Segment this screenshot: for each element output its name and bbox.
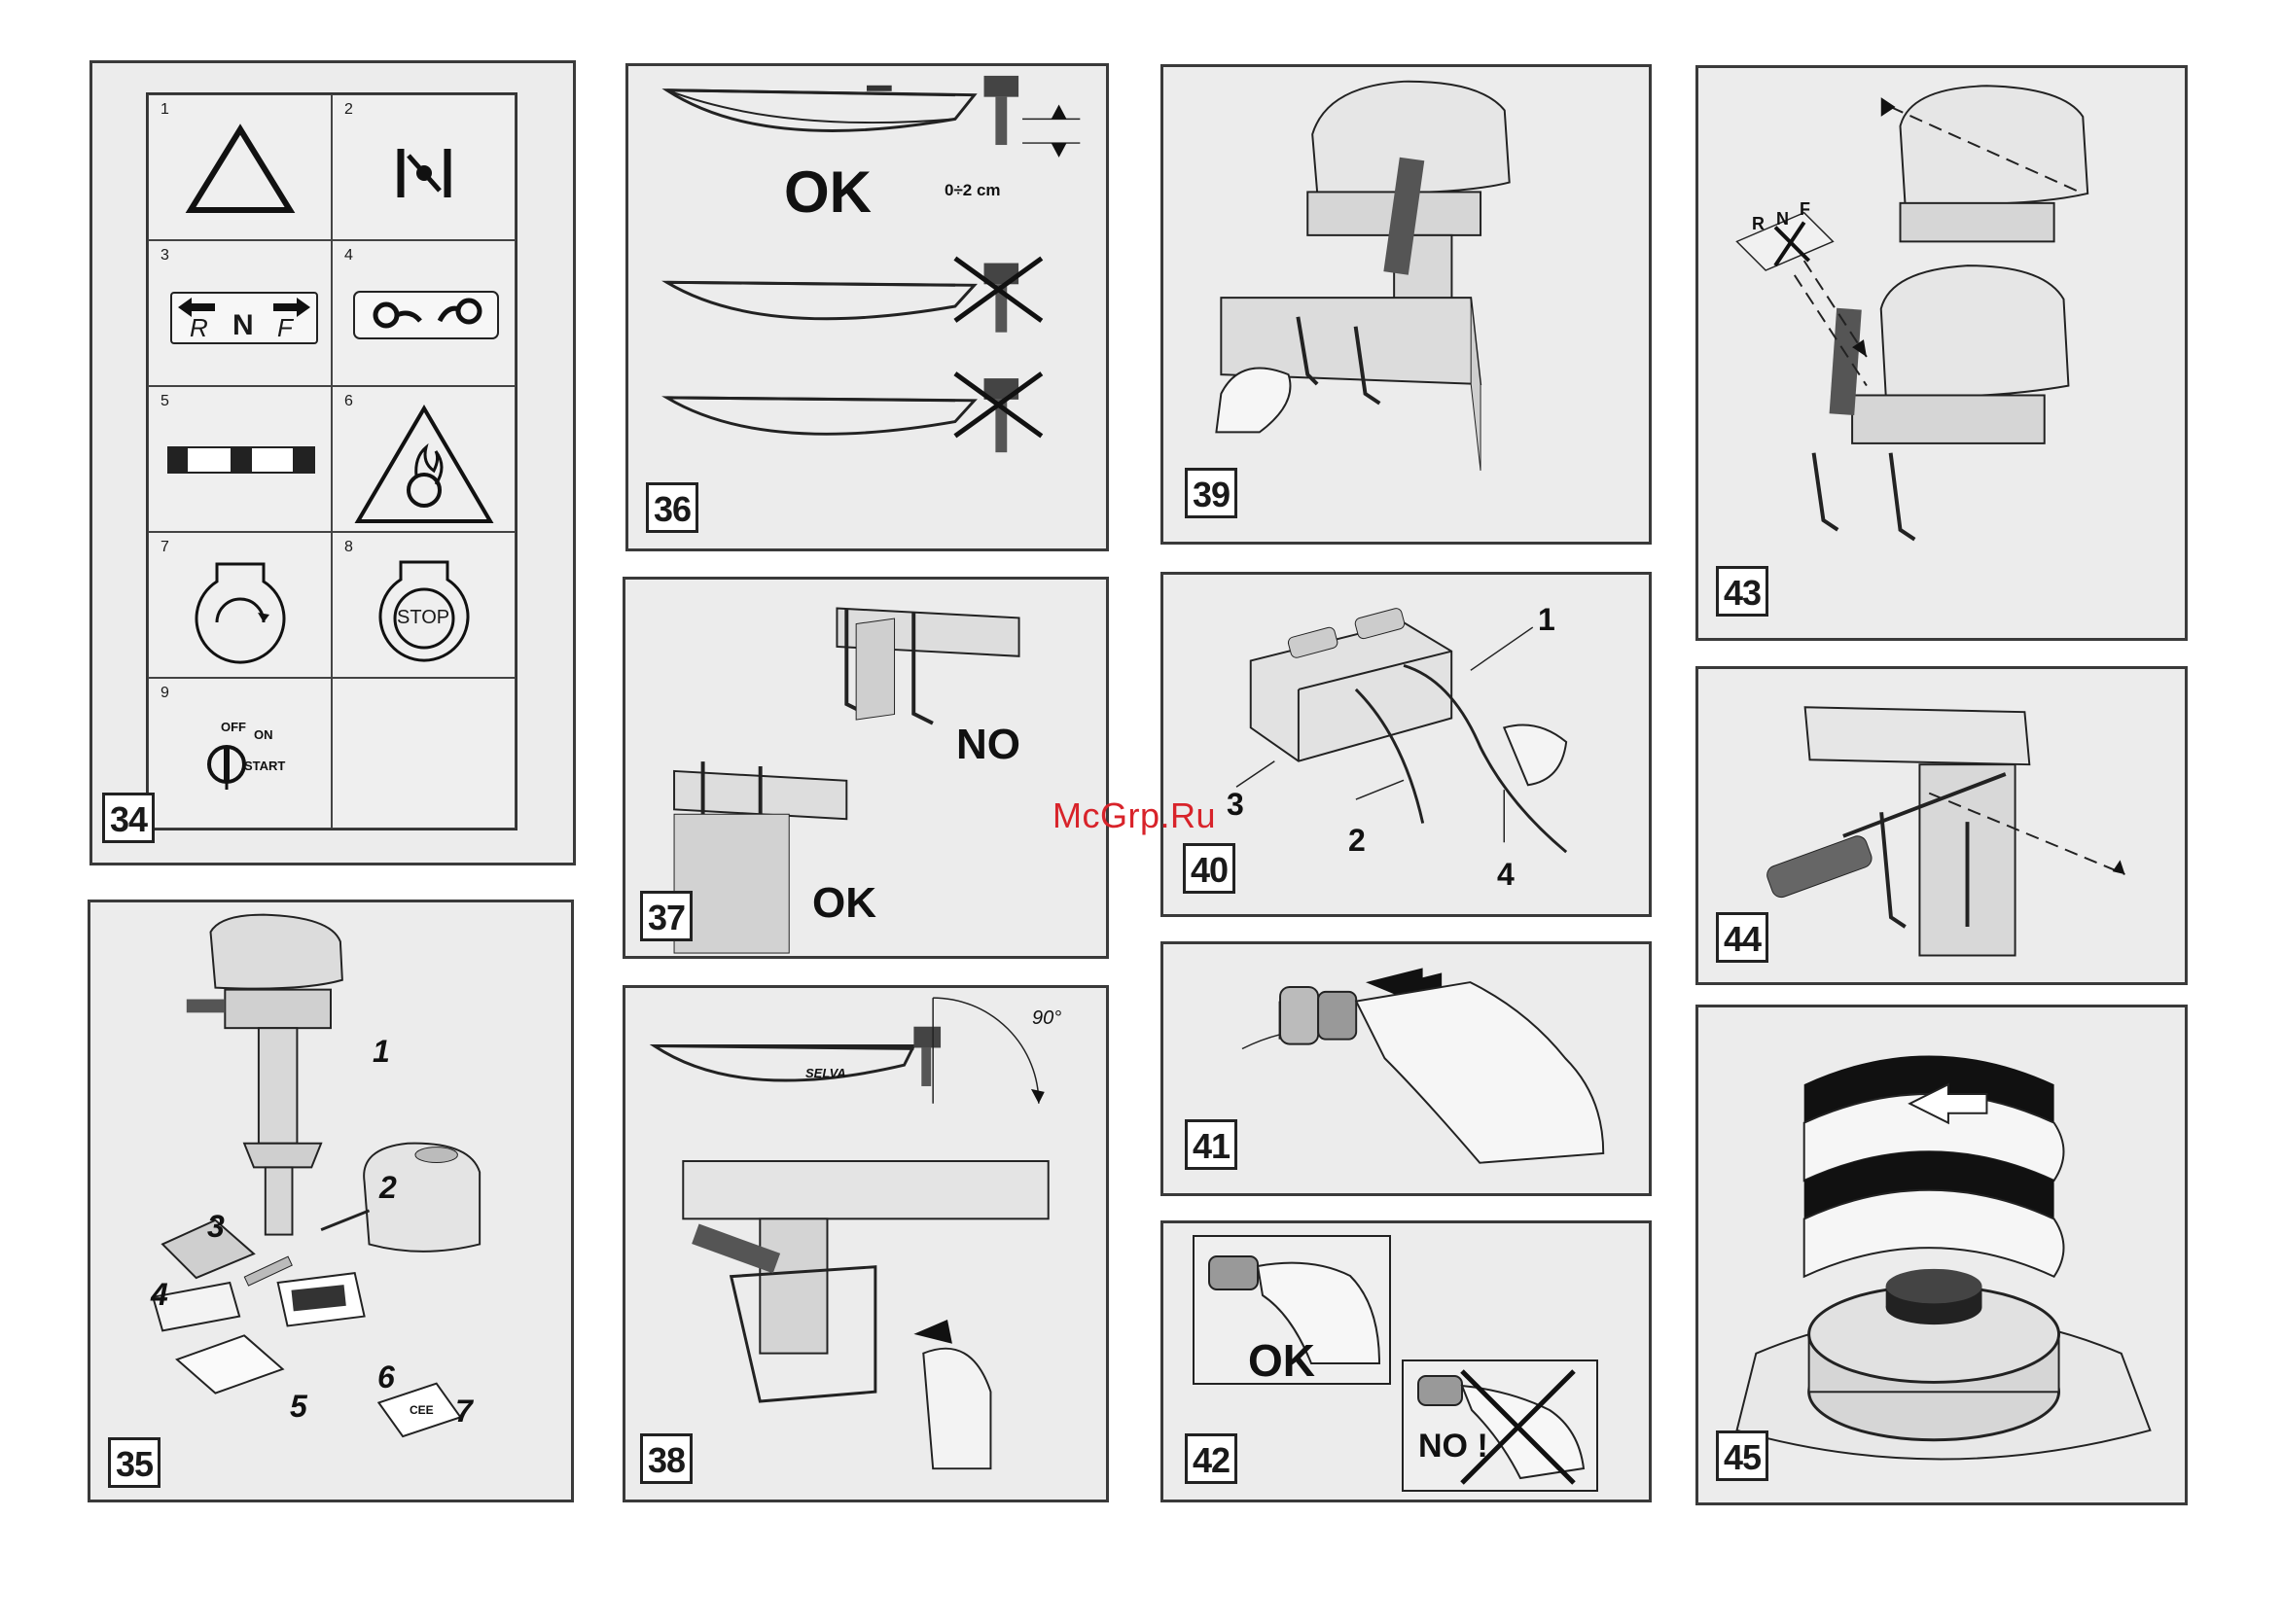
symbol-cell-2: 2 <box>332 94 516 240</box>
brand-label: SELVA <box>805 1066 846 1080</box>
panel-37: NO OK 37 <box>623 577 1109 959</box>
symbol-cell-6: 6 <box>332 386 516 532</box>
tilt-lock-icon <box>333 95 517 241</box>
panel-39: 39 <box>1160 64 1652 545</box>
tiller-tension-illustration <box>1698 669 2185 982</box>
figure-number: 34 <box>102 793 155 843</box>
panel-40: 1 2 3 4 40 <box>1160 572 1652 917</box>
symbol-grid: 1 2 3 R N F 4 5 6 <box>146 92 517 830</box>
connector-wrong-illustration <box>1404 1361 1596 1490</box>
throttle-turtle-hare-icon <box>333 241 517 387</box>
key-start-label: START <box>244 759 285 773</box>
ok-inset: OK <box>1193 1235 1391 1385</box>
cell-number: 3 <box>161 247 169 265</box>
trim-angle-illustration <box>625 988 1106 1500</box>
panel-44: 44 <box>1695 666 2188 985</box>
start-rotation-icon <box>149 533 333 679</box>
symbol-cell-9: 9 OFF ON START <box>148 678 332 829</box>
cell-number: 1 <box>161 101 169 119</box>
callout-3: 3 <box>1227 787 1244 823</box>
figure-number: 43 <box>1716 566 1768 617</box>
forward-label: F <box>1800 199 1810 220</box>
symbol-cell-7: 7 <box>148 532 332 678</box>
figure-number: 40 <box>1183 843 1235 894</box>
cell-number: 2 <box>344 101 353 119</box>
panel-42: OK NO ! 42 <box>1160 1220 1652 1502</box>
transom-height-illustration <box>628 66 1106 548</box>
figure-number: 39 <box>1185 468 1237 518</box>
cell-number: 7 <box>161 539 169 556</box>
figure-number: 37 <box>640 891 693 941</box>
figure-number: 38 <box>640 1433 693 1484</box>
panel-43: R N F 43 <box>1695 65 2188 641</box>
ignition-key-icon <box>149 679 333 830</box>
figure-number: 35 <box>108 1437 161 1488</box>
symbol-cell-5: 5 <box>148 386 332 532</box>
fuel-sticker-icon <box>149 387 333 533</box>
stop-button-icon <box>333 533 517 679</box>
warning-triangle-icon <box>149 95 333 241</box>
watermark: McGrp.Ru <box>1052 795 1216 836</box>
forward-label: F <box>277 313 293 343</box>
callout-1: 1 <box>373 1034 390 1070</box>
callout-2: 2 <box>379 1170 397 1206</box>
callout-6: 6 <box>377 1359 395 1395</box>
no-inset: NO ! <box>1402 1359 1598 1492</box>
no-label: NO ! <box>1418 1428 1488 1465</box>
symbol-cell-empty <box>332 678 516 829</box>
callout-3: 3 <box>207 1209 225 1245</box>
panel-41: 41 <box>1160 941 1652 1196</box>
panel-35: 1 2 3 4 5 6 7 CEE 35 <box>88 900 574 1502</box>
neutral-label: N <box>1776 209 1789 229</box>
cell-number: 5 <box>161 393 169 410</box>
cell-number: 4 <box>344 247 353 265</box>
ok-label: OK <box>812 879 876 928</box>
key-off-label: OFF <box>221 720 246 734</box>
callout-7: 7 <box>455 1394 473 1430</box>
callout-1: 1 <box>1538 602 1555 638</box>
flammable-warning-icon <box>333 387 517 533</box>
panel-36: OK 0÷2 cm 36 <box>625 63 1109 551</box>
figure-number: 41 <box>1185 1119 1237 1170</box>
neutral-label: N <box>232 309 254 342</box>
panel-34: 1 2 3 R N F 4 5 6 <box>89 60 576 865</box>
figure-number: 44 <box>1716 912 1768 963</box>
figure-number: 45 <box>1716 1430 1768 1481</box>
supplied-items-illustration <box>90 902 571 1500</box>
figure-number: 36 <box>646 482 698 533</box>
reverse-label: R <box>190 313 208 343</box>
key-on-label: ON <box>254 727 273 742</box>
panel-38: 90° SELVA 38 <box>623 985 1109 1502</box>
gear-lever-illustration <box>1698 68 2185 638</box>
figure-number: 42 <box>1185 1433 1237 1484</box>
ok-label: OK <box>1248 1334 1315 1387</box>
stop-label: STOP <box>397 607 449 629</box>
ok-label: OK <box>784 159 872 226</box>
symbol-cell-4: 4 <box>332 240 516 386</box>
callout-2: 2 <box>1348 823 1366 859</box>
callout-4: 4 <box>151 1277 168 1313</box>
battery-connection-illustration <box>1163 575 1649 914</box>
callout-4: 4 <box>1497 857 1515 893</box>
cell-number: 6 <box>344 393 353 410</box>
measure-label: 0÷2 cm <box>945 181 1001 200</box>
panel-45: 45 <box>1695 1005 2188 1505</box>
symbol-cell-8: 8 STOP <box>332 532 516 678</box>
reverse-label: R <box>1752 214 1765 234</box>
symbol-cell-3: 3 R N F <box>148 240 332 386</box>
symbol-cell-1: 1 <box>148 94 332 240</box>
angle-label: 90° <box>1032 1007 1061 1030</box>
cee-label: CEE <box>410 1403 434 1417</box>
gear-shift-label: R N F <box>170 292 318 344</box>
callout-5: 5 <box>290 1389 307 1425</box>
fuel-cap-vent-illustration <box>1698 1007 2185 1502</box>
no-label: NO <box>956 721 1020 769</box>
